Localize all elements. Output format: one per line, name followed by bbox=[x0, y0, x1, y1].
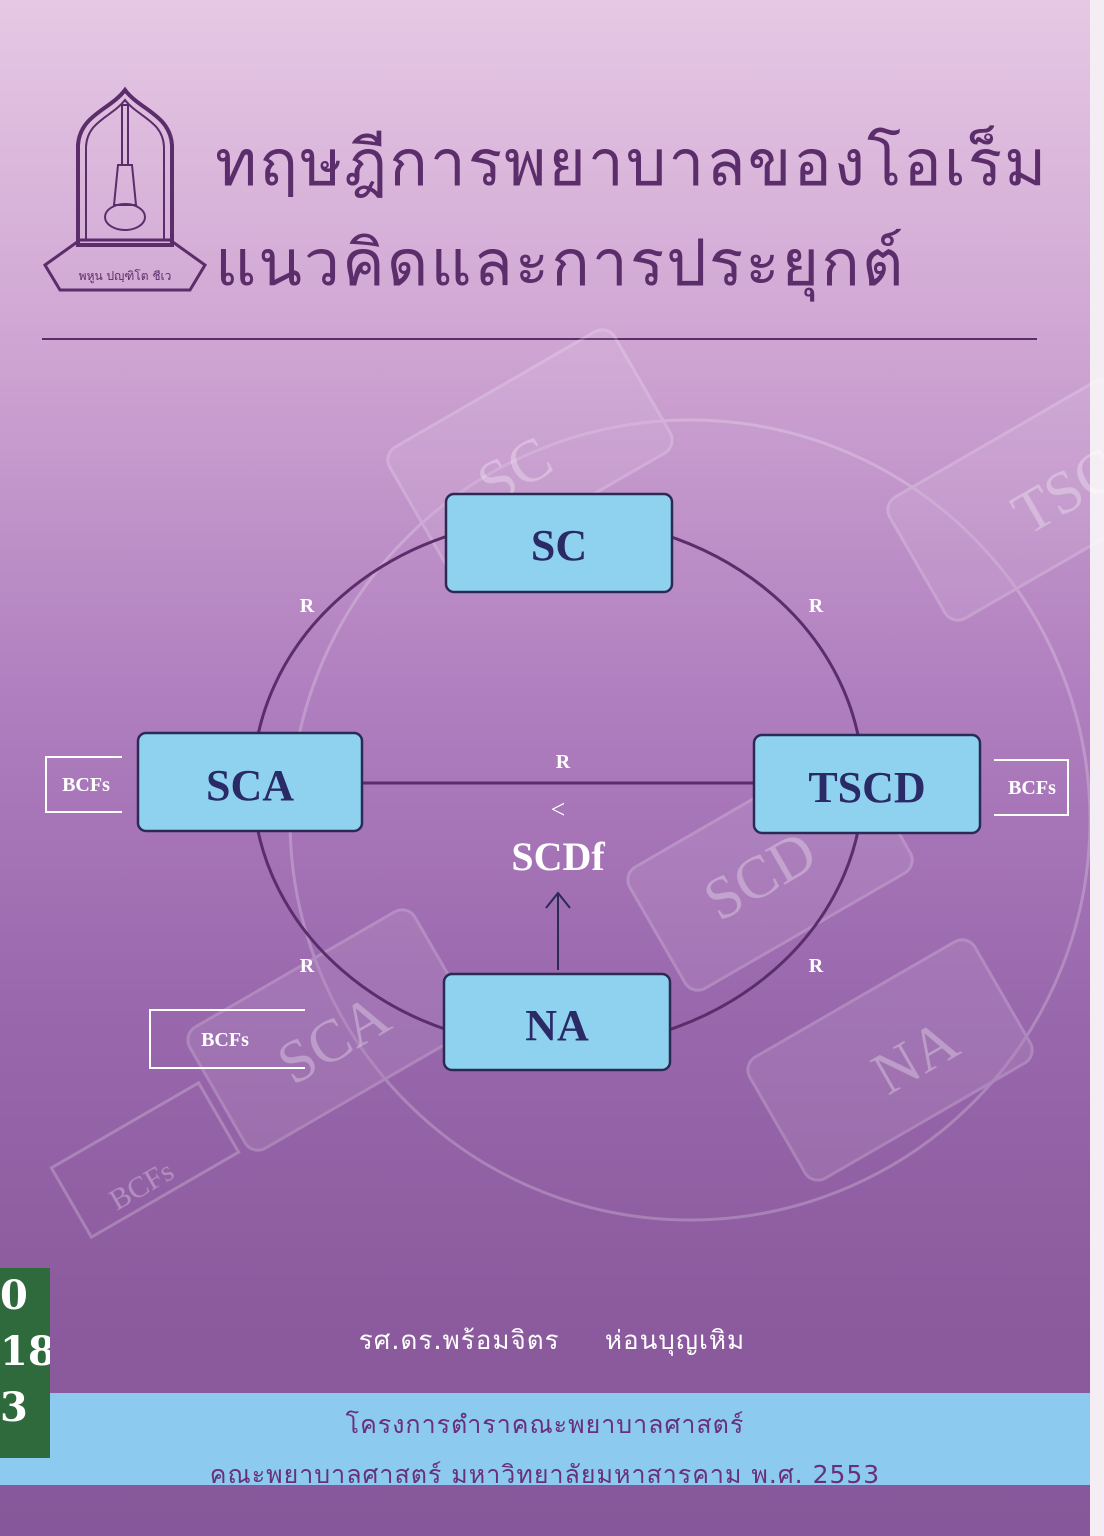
university-logo: พหูน ปญฺฑิโต ชีเว bbox=[43, 86, 207, 292]
author-name: รศ.ดร.พร้อมจิตร bbox=[358, 1326, 560, 1356]
author-surname: ห่อนบุญเหิม bbox=[604, 1326, 746, 1356]
publisher-line-1: โครงการตำราคณะพยาบาลศาสตร์ bbox=[345, 1410, 745, 1439]
bcfs-box-left bbox=[45, 756, 122, 813]
library-call-number-sticker: 0 18 3 bbox=[0, 1268, 50, 1458]
node-sca-label: SCA bbox=[206, 761, 294, 810]
less-than-symbol: < bbox=[551, 795, 566, 824]
sticker-line: 0 bbox=[0, 1272, 28, 1319]
node-sc-label: SC bbox=[531, 521, 587, 570]
relation-r: R bbox=[809, 955, 824, 977]
bcfs-box-bottom bbox=[149, 1009, 305, 1069]
node-tscd-label: TSCD bbox=[808, 763, 925, 812]
publisher-line-2: คณะพยาบาลศาสตร์ มหาวิทยาลัยมหาสารคาม พ.ศ… bbox=[209, 1460, 881, 1489]
bcfs-label-left: BCFs bbox=[62, 774, 110, 796]
bcfs-label-bottom: BCFs bbox=[201, 1029, 249, 1051]
relation-r: R bbox=[300, 955, 315, 977]
center-label-scdf: SCDf bbox=[511, 834, 605, 879]
author: รศ.ดร.พร้อมจิตร ห่อนบุญเหิม bbox=[0, 1320, 1104, 1361]
node-na bbox=[442, 972, 672, 1072]
bcfs-box-right bbox=[994, 759, 1069, 816]
bcfs-label-right: BCFs bbox=[1008, 777, 1056, 799]
svg-text:พหูน ปญฺฑิโต ชีเว: พหูน ปญฺฑิโต ชีเว bbox=[79, 269, 172, 284]
title-line-1: ทฤษฎีการพยาบาลของโอเร็ม bbox=[215, 127, 1049, 201]
watermark bbox=[49, 328, 1104, 1240]
node-sc bbox=[444, 492, 674, 594]
title-line-2: แนวคิดและการประยุกต์ bbox=[215, 227, 906, 301]
title-divider bbox=[42, 338, 1037, 340]
arrow-head-icon bbox=[545, 891, 571, 909]
node-na-label: NA bbox=[525, 1001, 589, 1050]
sticker-line: 18 bbox=[0, 1328, 50, 1375]
node-tscd bbox=[752, 733, 982, 835]
node-sca bbox=[136, 731, 364, 833]
page-edge bbox=[1090, 0, 1104, 1536]
relation-r: R bbox=[300, 595, 315, 617]
sticker-line: 3 bbox=[0, 1384, 28, 1431]
publisher-band: โครงการตำราคณะพยาบาลศาสตร์ คณะพยาบาลศาสต… bbox=[0, 1393, 1090, 1489]
relation-r: R bbox=[556, 751, 571, 773]
relation-r: R bbox=[809, 595, 824, 617]
